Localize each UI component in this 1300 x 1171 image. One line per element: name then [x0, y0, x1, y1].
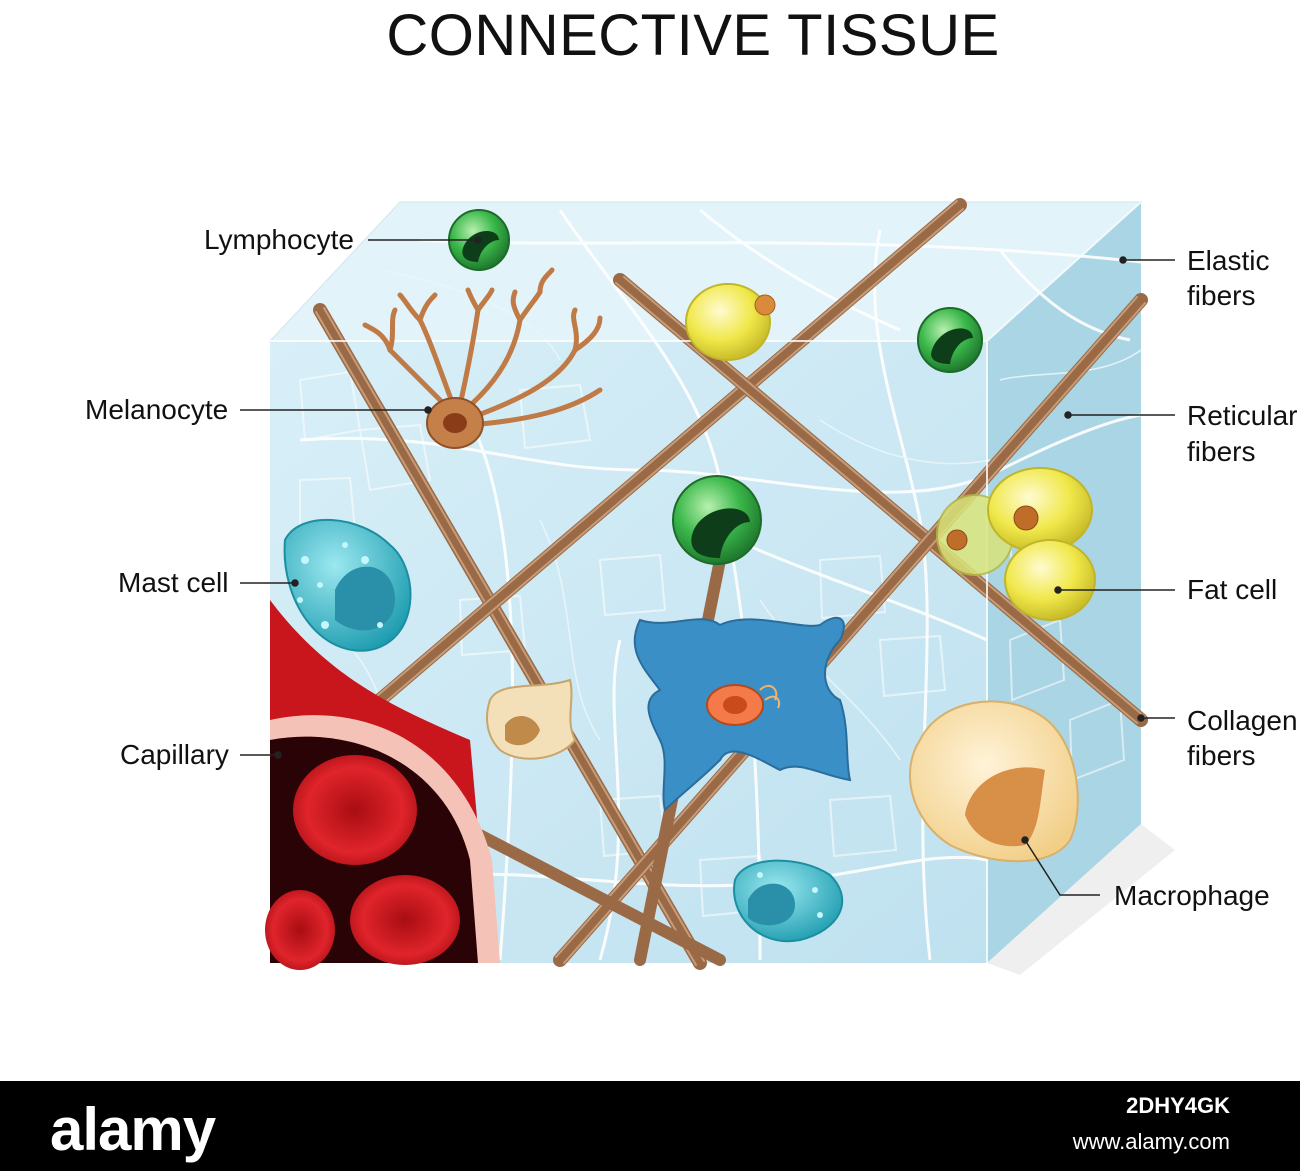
footer-url: www.alamy.com	[1072, 1129, 1230, 1154]
label-reticular-line1: Reticular	[1187, 400, 1298, 431]
label-fat-cell: Fat cell	[1187, 574, 1278, 605]
fibroblast	[633, 616, 852, 812]
cube-shadow	[987, 824, 1175, 975]
red-blood-cell	[350, 875, 460, 965]
page-title: CONNECTIVE TISSUE	[386, 3, 1000, 68]
label-melanocyte: Melanocyte	[85, 394, 229, 425]
alamy-logo: alamy	[50, 1096, 216, 1163]
label-lymphocyte: Lymphocyte	[204, 224, 354, 255]
label-capillary: Capillary	[120, 739, 229, 770]
label-reticular-line2: fibers	[1187, 436, 1256, 467]
macrophage	[486, 678, 577, 760]
connective-tissue-diagram	[240, 198, 1175, 975]
lymphocyte	[672, 475, 762, 565]
label-elastic-line1: Elastic	[1187, 245, 1270, 276]
image-id: 2DHY4GK	[1126, 1093, 1230, 1118]
label-elastic-line2: fibers	[1187, 280, 1256, 311]
capillary	[265, 600, 500, 970]
label-leaders	[240, 236, 1175, 896]
mast-cell	[733, 859, 844, 943]
macrophage	[909, 700, 1079, 863]
stock-footer-bar: alamy 2DHY4GK www.alamy.com	[0, 1081, 1300, 1171]
label-collagen-line2: fibers	[1187, 740, 1256, 771]
red-blood-cell	[293, 755, 417, 865]
melanocyte-body	[426, 397, 484, 449]
label-mast-cell: Mast cell	[118, 567, 229, 598]
lymphocyte	[917, 307, 983, 373]
fat-cell	[685, 283, 776, 361]
label-collagen-line1: Collagen	[1187, 705, 1298, 736]
red-blood-cell	[265, 890, 335, 970]
melanocyte	[362, 267, 603, 428]
fat-cell	[936, 467, 1096, 621]
mast-cell	[283, 519, 412, 652]
label-macrophage: Macrophage	[1114, 880, 1270, 911]
